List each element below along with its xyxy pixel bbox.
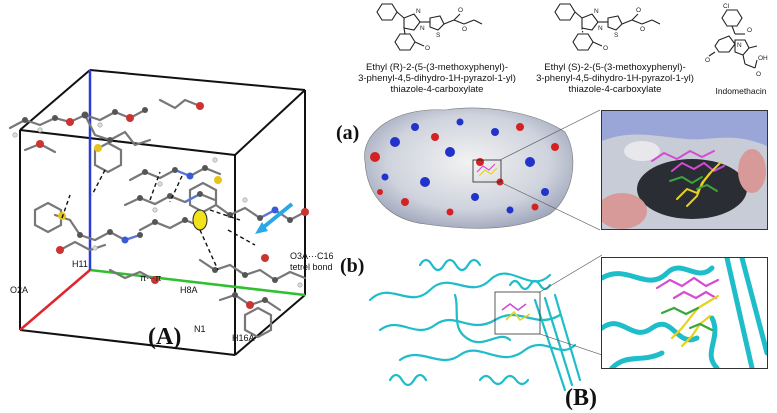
atom-n: N xyxy=(594,8,599,15)
axis-a xyxy=(19,269,91,331)
tetrel-bond-arrow xyxy=(255,202,294,234)
atom-o: O xyxy=(756,71,761,78)
structure-s-name-line1: Ethyl (S)-2-(5-(3-methoxyphenyl)- xyxy=(544,62,686,73)
indomethacin-name: Indomethacin xyxy=(715,86,767,96)
label-tetrel-line2: tetrel bond xyxy=(290,262,333,272)
label-pi-pi: π···π xyxy=(140,273,162,283)
structure-r-drawing: N N S O O O xyxy=(376,3,483,52)
zoom-lines-b xyxy=(540,254,602,356)
protein-surface-drawing xyxy=(364,107,574,229)
structure-r-name-line3: thiazole-4-carboxylate xyxy=(390,84,484,95)
surface-zoom-view xyxy=(601,110,768,230)
atom-o: O xyxy=(603,45,608,52)
atom-cl: Cl xyxy=(723,3,730,10)
panel-b-letter: (B) xyxy=(565,385,597,411)
sub-panel-a-letter: (a) xyxy=(336,122,360,144)
axis-b xyxy=(89,268,306,297)
atom-o: O xyxy=(425,45,430,52)
panel-a-letter: (A) xyxy=(148,324,182,350)
surface-view xyxy=(355,102,580,234)
structure-r-name-line1: Ethyl (R)-2-(5-(3-methoxyphenyl)- xyxy=(365,62,508,73)
atom-n: N xyxy=(737,42,742,49)
atom-n: N xyxy=(416,8,421,15)
ring-centroid-highlight xyxy=(192,209,208,231)
label-h11: H11 xyxy=(72,259,88,269)
cartoon-zoom-view xyxy=(601,257,768,369)
structure-s-name-line2: 3-phenyl-4,5-dihydro-1H-pyrazol-1-yl) xyxy=(536,73,694,84)
label-h8a: H8A xyxy=(180,285,198,295)
atom-n: N xyxy=(598,25,603,32)
label-tetrel-line1: O3A···C16 xyxy=(290,251,334,261)
atom-o: O xyxy=(705,57,710,64)
atom-o: O xyxy=(640,26,645,33)
label-h16a: H16A xyxy=(232,333,255,343)
binding-site-box xyxy=(472,159,502,183)
structure-indomethacin-drawing: Cl O N O OH O xyxy=(705,3,768,78)
crystal-packing-diagram xyxy=(8,69,309,356)
atom-s: S xyxy=(614,32,619,39)
cartoon-view xyxy=(360,240,590,400)
atom-o: O xyxy=(636,7,641,14)
binding-site-box xyxy=(494,291,541,335)
panel-a: O2A H11 π···π H8A N1 H16A O3A···C16 tetr… xyxy=(0,60,340,360)
surface-zoom-drawing xyxy=(602,111,767,229)
structure-r-name-line2: 3-phenyl-4,5-dihydro-1H-pyrazol-1-yl) xyxy=(358,73,516,84)
label-n1: N1 xyxy=(194,324,206,334)
label-o2a: O2A xyxy=(10,285,29,295)
atom-oh: OH xyxy=(758,55,768,62)
atom-o: O xyxy=(458,7,463,14)
structure-s-name-line3: thiazole-4-carboxylate xyxy=(568,84,662,95)
atom-s: S xyxy=(436,32,441,39)
structure-r: N N S O O O Ethyl (R)-2-(5-(3-methoxyphe… xyxy=(352,0,522,98)
structure-s-drawing: N N S O O O xyxy=(554,3,661,52)
atom-n: N xyxy=(420,25,425,32)
structure-s: N N S O O O Ethyl (S)-2-(5-(3-methoxyphe… xyxy=(530,0,700,98)
cartoon-zoom-drawing xyxy=(602,258,767,368)
atom-o: O xyxy=(462,26,467,33)
sub-panel-b-letter: (b) xyxy=(340,255,365,277)
protein-cartoon-drawing xyxy=(368,258,582,392)
structure-indomethacin: Cl O N O OH O Indomethacin xyxy=(705,0,777,98)
zoom-lines-a xyxy=(500,109,600,231)
atom-o: O xyxy=(747,27,752,34)
